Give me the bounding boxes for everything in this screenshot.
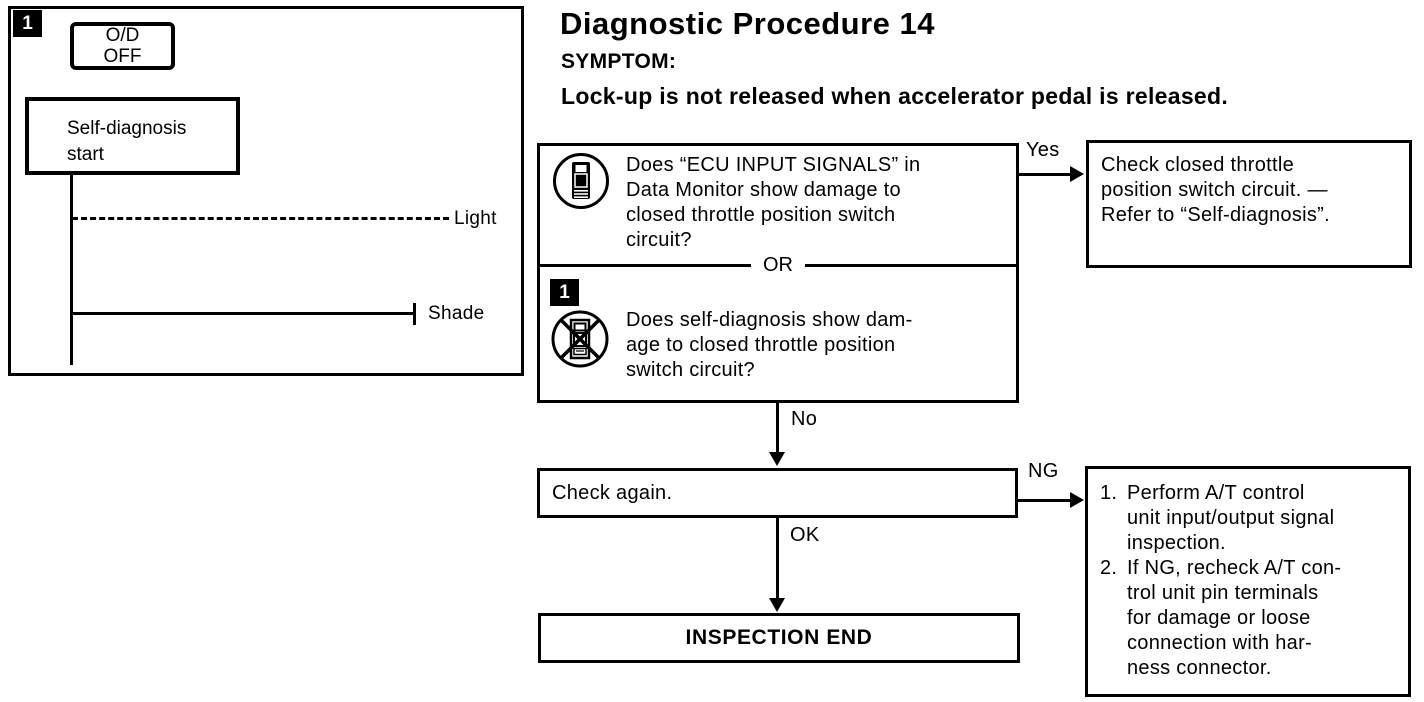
consult-tester-icon [552, 152, 610, 215]
shade-signal-line [70, 312, 416, 315]
timing-diagram-panel: 1 O/D OFF Self-diagnosis start Light Sha… [8, 6, 524, 376]
ng-result-box: 1. Perform A/T control unit input/output… [1085, 466, 1411, 697]
step-badge: 1 [13, 10, 42, 37]
or-divider-line-left [540, 263, 751, 267]
shade-label: Shade [428, 303, 485, 324]
shade-line-end-tick [413, 303, 416, 325]
no-arrowhead [769, 452, 785, 466]
check-again-box: Check again. [537, 468, 1018, 518]
ng-label: NG [1028, 460, 1059, 482]
ng-item-number: 2. [1100, 557, 1118, 579]
inspection-end-box: INSPECTION END [538, 613, 1020, 663]
or-label: OR [763, 253, 793, 276]
ng-item-text: Perform A/T control unit input/output si… [1127, 482, 1335, 554]
no-label: No [791, 408, 818, 430]
symptom-heading: SYMPTOM: [561, 50, 677, 73]
question-box: Does “ECU INPUT SIGNALS” in Data Monitor… [537, 143, 1019, 403]
yes-arrow-line [1018, 173, 1072, 176]
ng-item-number: 1. [1100, 482, 1118, 504]
no-arrow-line [776, 403, 779, 454]
ng-item-text: If NG, recheck A/T con- trol unit pin te… [1127, 557, 1342, 679]
yes-result-box: Check closed throttle position switch ci… [1086, 140, 1412, 268]
ok-arrow-line [776, 518, 779, 600]
or-divider: OR [540, 252, 1016, 278]
ng-arrowhead [1070, 492, 1084, 508]
ng-list-item: 2. If NG, recheck A/T con- trol unit pin… [1100, 556, 1402, 681]
self-diagnosis-question-text: Does self-diagnosis show dam- age to clo… [626, 309, 913, 381]
light-label: Light [454, 208, 497, 229]
timing-axis-line [70, 171, 73, 365]
od-off-indicator-box: O/D OFF [70, 22, 175, 70]
consult-question-text: Does “ECU INPUT SIGNALS” in Data Monitor… [626, 154, 921, 251]
ok-label: OK [790, 524, 820, 546]
light-signal-line [72, 217, 449, 220]
yes-label: Yes [1026, 139, 1060, 161]
ng-list-item: 1. Perform A/T control unit input/output… [1100, 481, 1402, 556]
step-badge: 1 [550, 279, 579, 306]
or-divider-line-right [805, 263, 1016, 267]
self-diagnosis-start-box: Self-diagnosis start [25, 97, 240, 175]
symptom-text: Lock-up is not released when accelerator… [561, 83, 1229, 109]
page-title: Diagnostic Procedure 14 [560, 6, 936, 41]
ok-arrowhead [769, 598, 785, 612]
ng-arrow-line [1018, 499, 1072, 502]
check-again-text: Check again. [552, 481, 673, 504]
inspection-end-text: INSPECTION END [685, 626, 873, 649]
yes-arrowhead [1070, 166, 1084, 182]
no-consult-tester-icon [550, 309, 610, 374]
